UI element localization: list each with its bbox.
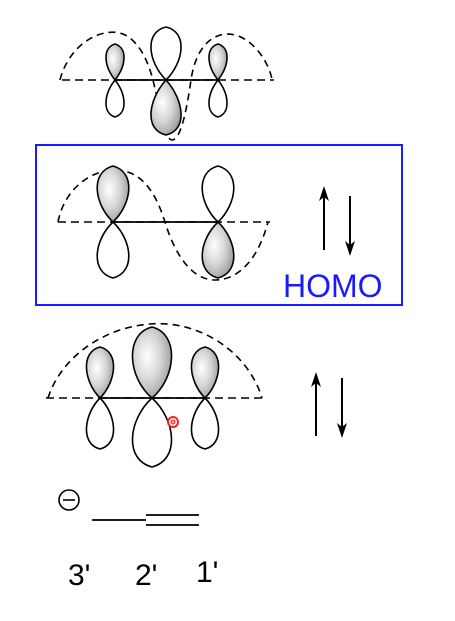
- red-dot-icon: [167, 416, 179, 428]
- node-wave-curve: [57, 169, 269, 281]
- p-lobe-shaded: [131, 326, 173, 400]
- atom-label-1prime: 1': [196, 556, 218, 589]
- p-lobe-open: [96, 220, 130, 279]
- node-wave-curve: [59, 31, 273, 141]
- node-wave-curve: [47, 322, 263, 399]
- orbital-psi3: [59, 26, 274, 141]
- atom-label-2prime: 2': [135, 559, 157, 592]
- p-lobe-shaded: [201, 220, 235, 279]
- p-lobe-open: [201, 165, 235, 224]
- circled-minus-icon: [58, 489, 80, 511]
- p-lobe-open: [105, 78, 125, 118]
- p-lobe-open: [208, 78, 228, 118]
- allyl-anion-structure: 3' 2' 1': [58, 489, 218, 592]
- p-lobe-shaded: [190, 346, 220, 400]
- p-lobe-shaded: [150, 78, 182, 136]
- up-down-arrows-icon: [319, 186, 355, 256]
- p-lobe-open: [150, 26, 182, 82]
- up-down-arrows-icon: [311, 372, 347, 438]
- atom-label-3prime: 3': [68, 559, 90, 592]
- p-lobe-open: [190, 396, 220, 450]
- orbital-psi1: [46, 322, 347, 468]
- p-lobe-shaded: [105, 43, 125, 82]
- homo-label: HOMO: [283, 268, 383, 304]
- p-lobe-shaded: [208, 43, 228, 82]
- homo-frame: [35, 144, 403, 306]
- p-lobe-shaded: [85, 346, 115, 400]
- p-lobe-shaded: [96, 165, 130, 224]
- p-lobe-open: [131, 396, 173, 468]
- p-lobe-open: [85, 396, 115, 450]
- orbital-psi2-homo: HOMO: [35, 144, 403, 306]
